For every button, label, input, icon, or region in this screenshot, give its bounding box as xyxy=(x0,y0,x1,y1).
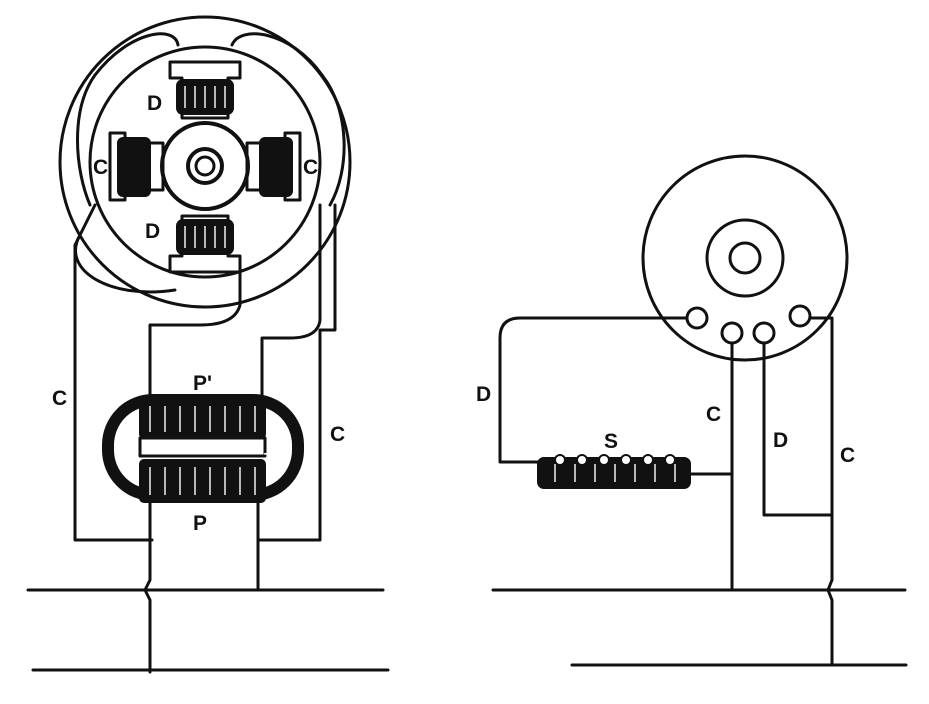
coil-windings xyxy=(117,79,691,503)
pole-pieces xyxy=(108,60,302,274)
label-pole-c-left: C xyxy=(93,156,108,179)
terminal-posts xyxy=(685,304,812,345)
coil-loops xyxy=(554,454,676,466)
label-right-wire-d-mid: D xyxy=(773,429,788,452)
induction-meter xyxy=(641,154,849,362)
label-transformer-core: T xyxy=(264,450,273,467)
label-coil-s: S xyxy=(604,430,618,453)
label-right-wire-c-mid: C xyxy=(706,403,721,426)
label-wire-c-left: C xyxy=(52,387,67,410)
label-right-wire-c-right: C xyxy=(840,444,855,467)
label-pole-d-bottom: D xyxy=(145,220,160,243)
left-circuit-wires xyxy=(26,203,390,674)
label-right-wire-d-left: D xyxy=(476,383,491,406)
label-pole-c-right: C xyxy=(303,156,318,179)
label-transformer-primary: P xyxy=(193,512,207,535)
rotor xyxy=(160,121,250,211)
label-transformer-secondary: P' xyxy=(193,372,212,395)
label-wire-c-right: C xyxy=(330,423,345,446)
motor-stator xyxy=(58,15,352,309)
right-circuit-wires xyxy=(491,316,908,667)
coil-texture xyxy=(149,86,676,495)
label-pole-d-top: D xyxy=(147,92,162,115)
